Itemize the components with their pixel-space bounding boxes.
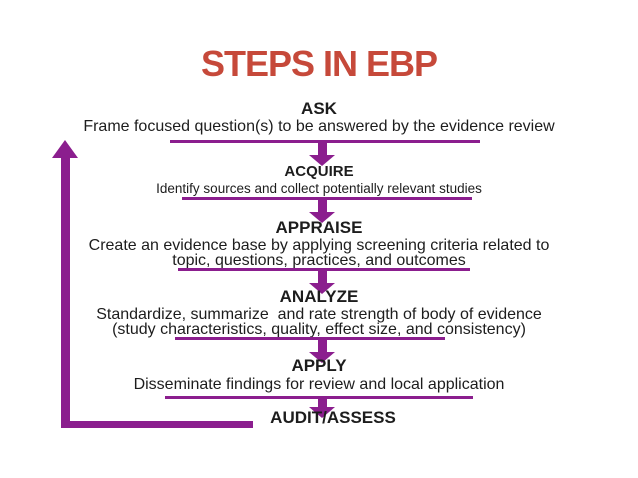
step-desc-appraise-line2: topic, questions, practices, and outcome…: [172, 252, 466, 269]
underline-acquire: [182, 197, 472, 200]
step-desc-analyze-line2: (study characteristics, quality, effect …: [112, 321, 526, 338]
step-desc-acquire: Identify sources and collect potentially…: [156, 181, 482, 196]
down-arrow-icon: [309, 340, 335, 363]
underline-appraise: [178, 268, 470, 271]
down-arrow-icon: [309, 200, 335, 223]
step-desc-apply: Disseminate findings for review and loca…: [133, 376, 505, 393]
feedback-arrow-horizontal-base: [61, 421, 253, 428]
step-heading-acquire: ACQUIRE: [284, 163, 354, 180]
step-desc-analyze-line1: Standardize, summarize and rate strength…: [96, 306, 542, 323]
down-arrow-icon: [309, 398, 335, 418]
step-heading-audit-assess: AUDIT/ASSESS: [270, 408, 396, 427]
underline-analyze: [175, 337, 445, 340]
down-arrow-icon: [309, 143, 335, 166]
step-desc-ask: Frame focused question(s) to be answered…: [83, 118, 555, 135]
step-heading-analyze: ANALYZE: [279, 287, 359, 306]
down-arrow-icon: [309, 271, 335, 294]
step-heading-ask: ASK: [301, 99, 337, 118]
underline-apply: [165, 396, 473, 399]
step-heading-apply: APPLY: [291, 356, 347, 375]
feedback-arrow-vertical-shaft: [61, 156, 70, 428]
page-title: STEPS IN EBP: [200, 43, 438, 84]
underline-ask: [170, 140, 480, 143]
step-heading-appraise: APPRAISE: [275, 218, 363, 237]
feedback-arrowhead-up-icon: [52, 140, 78, 158]
step-desc-appraise-line1: Create an evidence base by applying scre…: [88, 237, 550, 254]
